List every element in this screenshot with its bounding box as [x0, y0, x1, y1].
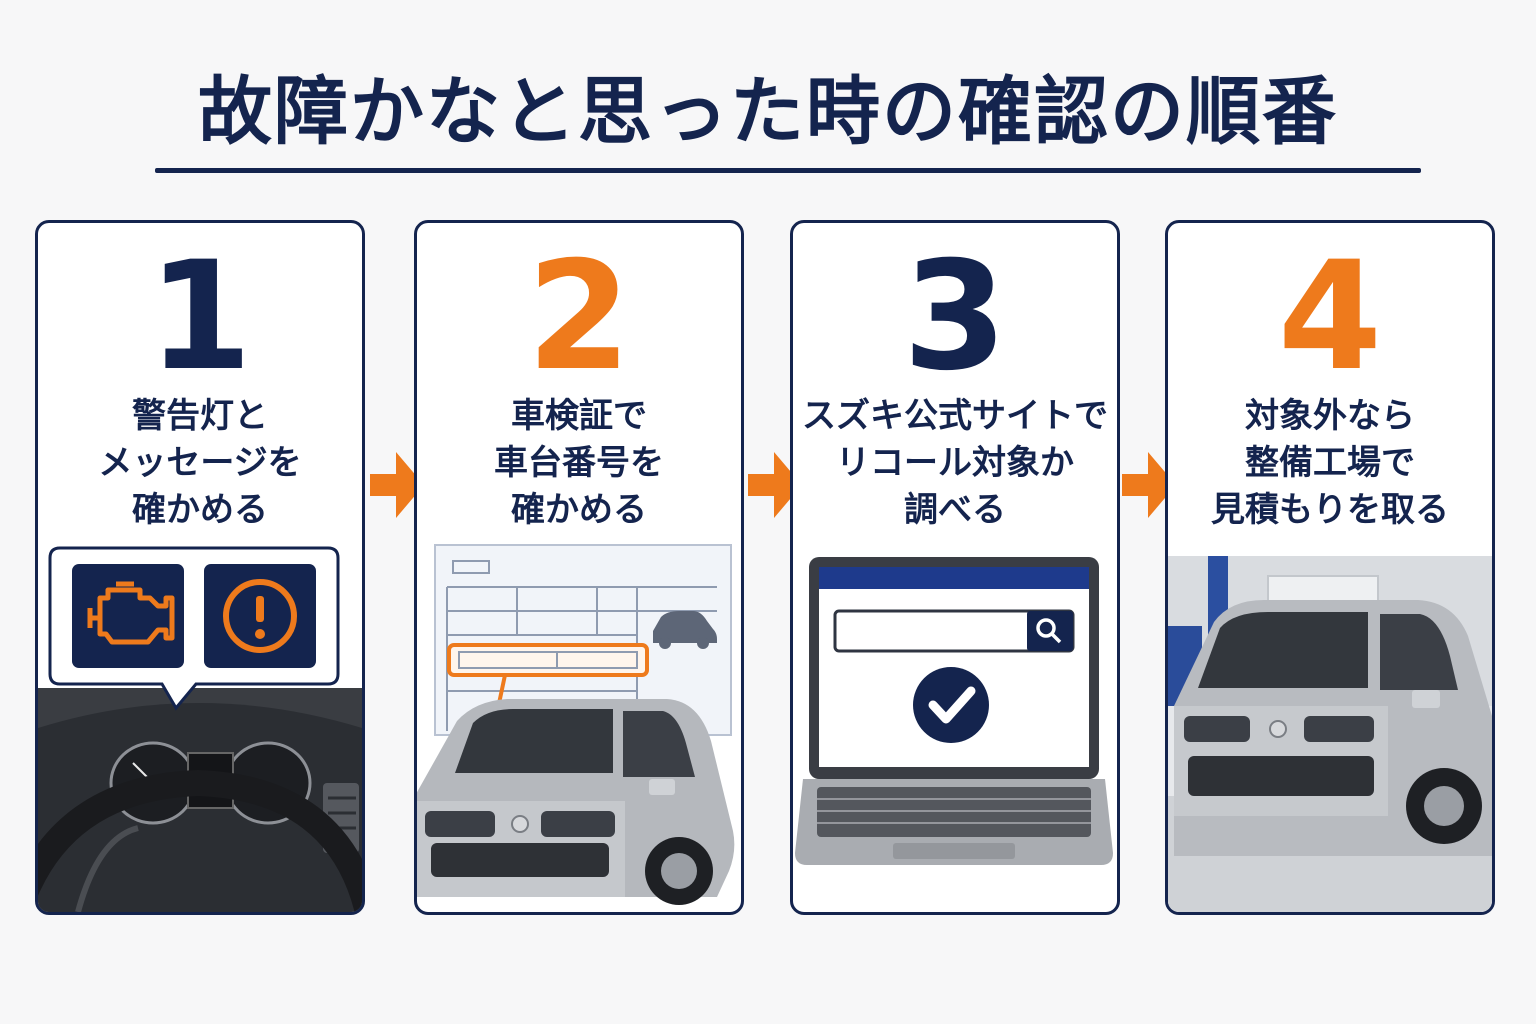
step-line: リコール対象か — [836, 443, 1074, 483]
step-line: 対象外なら — [1245, 396, 1415, 436]
step-line: 見積もりを取る — [1211, 490, 1449, 530]
title-underline — [155, 168, 1421, 173]
step-card-2: 2 車検証で 車台番号を 確かめる — [414, 220, 744, 915]
kei-car — [417, 699, 735, 905]
step-card-1: 1 警告灯と メッセージを 確かめる — [35, 220, 365, 915]
arrow-right-icon — [1122, 452, 1176, 518]
engine-warning-icon — [87, 581, 175, 645]
step-line: 整備工場で — [1245, 443, 1415, 483]
search-icon — [1036, 618, 1062, 644]
kei-car — [1174, 600, 1492, 856]
step-line: 調べる — [904, 490, 1006, 530]
arrow-right-icon — [748, 452, 802, 518]
step-description: スズキ公式サイトで リコール対象か 調べる — [793, 393, 1117, 534]
step-number: 1 — [147, 230, 253, 404]
step-number: 4 — [1277, 230, 1383, 404]
exclamation-warning-icon — [223, 579, 297, 653]
check-icon — [913, 667, 989, 743]
car-dashboard — [38, 688, 362, 912]
step-line: 警告灯と — [132, 396, 268, 436]
car-icon — [653, 611, 717, 649]
arrow-right-icon — [370, 452, 424, 518]
step-line: 車台番号を — [494, 443, 664, 483]
dashboard-illustration — [38, 546, 362, 912]
step-description: 警告灯と メッセージを 確かめる — [38, 393, 362, 534]
step-line: スズキ公式サイトで — [802, 396, 1108, 436]
step-description: 対象外なら 整備工場で 見積もりを取る — [1168, 393, 1492, 534]
step-line: 確かめる — [132, 490, 268, 530]
registration-illustration — [417, 544, 735, 905]
step-description: 車検証で 車台番号を 確かめる — [417, 393, 741, 534]
step-number: 2 — [526, 230, 632, 404]
step-line: 車検証で — [511, 396, 647, 436]
step-number: 3 — [902, 230, 1008, 404]
step-line: 確かめる — [511, 490, 647, 530]
page-title: 故障かなと思った時の確認の順番 — [198, 69, 1338, 155]
step-line: メッセージを — [98, 443, 302, 483]
step-card-4: 4 対象外なら 整備工場で 見積もりを取る — [1165, 220, 1495, 915]
laptop-illustration — [795, 557, 1113, 865]
garage-illustration — [1168, 556, 1492, 912]
step-card-3: 3 スズキ公式サイトで リコール対象か 調べる — [790, 220, 1120, 915]
